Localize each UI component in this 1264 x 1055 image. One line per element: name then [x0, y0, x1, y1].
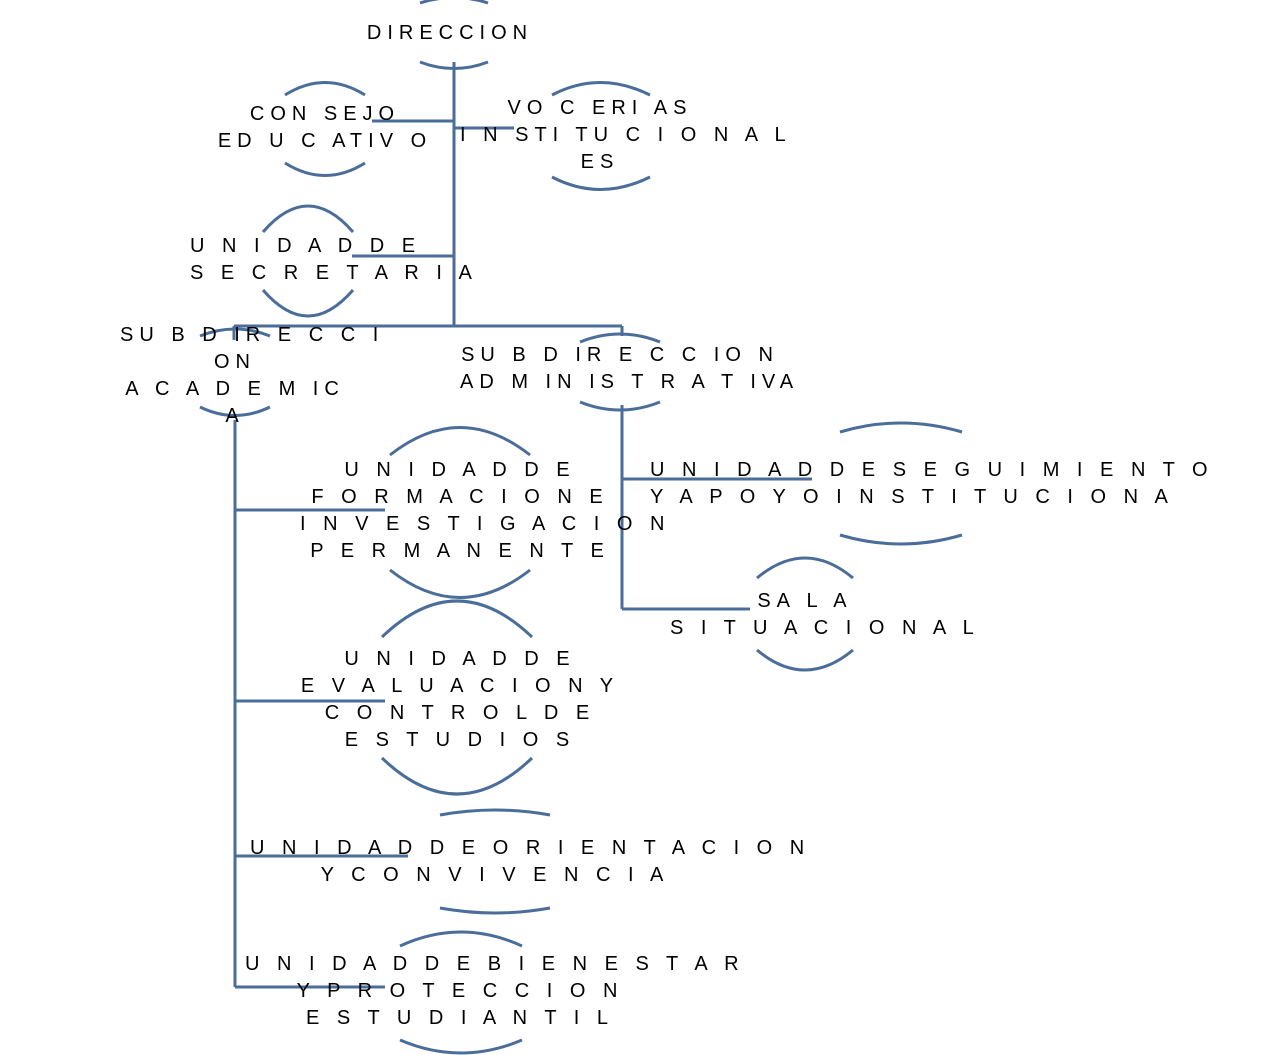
- direccion-arc-top: [419, 0, 489, 5]
- bienestar-arc-top: [399, 930, 523, 948]
- orientacion-arc-top: [439, 808, 551, 817]
- evaluacion-arc-top: [380, 599, 534, 639]
- node-label-line: F O R M A C I O N E: [311, 486, 609, 508]
- node-subdireccion-academica: SU B D IR E C C I ON A C A D E M IC A: [120, 322, 385, 430]
- node-sala-situacional: SA L A S I T U A C I O N A L: [670, 588, 980, 642]
- node-label-line: C O N T R O L D E: [324, 702, 596, 724]
- node-label-line: U N I D A D D E: [190, 235, 422, 257]
- node-label-line: I N V E S T I G A C I O N: [300, 513, 671, 535]
- node-label-line: U N I D A D D E: [344, 648, 576, 670]
- seguimiento-arc-bottom: [839, 533, 963, 546]
- node-consejo-educativo: CON SEJO ED U C ATIV O: [210, 101, 440, 155]
- seguimiento-arc-top: [839, 421, 963, 434]
- node-label-line: S I T U A C I O N A L: [670, 617, 980, 639]
- secretaria-arc-bottom: [261, 289, 355, 318]
- academica-arc-bottom: [199, 405, 271, 417]
- node-label-line: E S T U D I O S: [344, 729, 576, 751]
- orientacion-arc-bottom: [439, 906, 551, 915]
- node-label-line: E V A L U A C I O N Y: [300, 675, 620, 697]
- node-label-line: U N I D A D D E O R I E N T A C I O N: [250, 837, 811, 859]
- node-label-line: U N I D A D D E B I E N E S T A R: [245, 953, 745, 975]
- node-subdireccion-administrativa: SU B D IR E C C IO N AD M IN IS T R A T I…: [460, 342, 800, 396]
- node-label-line: Y C O N V I V E N C I A: [320, 864, 670, 886]
- node-label-line: VO C ERI AS: [507, 97, 693, 119]
- sala-arc-bottom: [756, 648, 854, 672]
- secretaria-arc-top: [261, 204, 355, 233]
- node-vocerias-institucionales: VO C ERI AS I N STI TU C I O N A L ES: [460, 95, 792, 176]
- node-label-line: SA L A: [757, 590, 853, 612]
- node-label-line: ES: [580, 151, 620, 173]
- node-label-line: ON: [214, 351, 256, 373]
- node-label-line: Y A P O Y O I N S T I T U C I O N A: [650, 486, 1174, 508]
- consejo-arc-top: [284, 81, 366, 97]
- node-label-line: U N I D A D D E: [344, 459, 576, 481]
- bienestar-arc-bottom: [399, 1038, 523, 1055]
- formacion-arc-bottom: [389, 568, 531, 599]
- administrativa-arc-bottom: [579, 400, 661, 412]
- node-unidad-secretaria: U N I D A D D E S E C R E T A R I A: [190, 233, 478, 287]
- node-label-line: DIRECCION: [366, 22, 534, 44]
- node-unidad-bienestar: U N I D A D D E B I E N E S T A R Y P R O…: [245, 951, 745, 1032]
- node-label-line: CON SEJO: [249, 103, 401, 125]
- node-label-line: U N I D A D D E S E G U I M I E N T O: [650, 459, 1214, 481]
- node-label-line: I N STI TU C I O N A L: [460, 124, 792, 146]
- vocerias-arc-top: [551, 81, 651, 97]
- node-label-line: A: [225, 405, 245, 427]
- sala-arc-top: [756, 556, 854, 580]
- node-label-line: Y P R O T E C C I O N: [296, 980, 624, 1002]
- vocerias-arc-bottom: [551, 175, 651, 191]
- node-label-line: E S T U D I A N T I L: [306, 1007, 614, 1029]
- node-label-line: P E R M A N E N T E: [310, 540, 610, 562]
- evaluacion-arc-bottom: [380, 756, 534, 796]
- node-unidad-formacion: U N I D A D D E F O R M A C I O N E I N V …: [300, 457, 671, 565]
- node-unidad-orientacion: U N I D A D D E O R I E N T A C I O N Y C…: [250, 835, 811, 889]
- node-unidad-seguimiento: U N I D A D D E S E G U I M I E N T O Y A…: [650, 457, 1214, 511]
- administrativa-arc-top: [579, 332, 661, 344]
- node-unidad-evaluacion: U N I D A D D E E V A L U A C I O N Y C O …: [300, 646, 620, 754]
- node-label-line: AD M IN IS T R A T IVA: [460, 371, 800, 393]
- formacion-arc-top: [389, 426, 531, 457]
- node-label-line: ED U C ATIV O: [217, 130, 433, 152]
- node-label-line: SU B D IR E C C IO N: [461, 344, 779, 366]
- node-direccion: DIRECCION: [350, 20, 550, 47]
- consejo-arc-bottom: [284, 161, 366, 177]
- node-label-line: SU B D IR E C C I: [120, 324, 385, 346]
- node-label-line: S E C R E T A R I A: [190, 262, 478, 284]
- node-label-line: A C A D E M IC: [125, 378, 345, 400]
